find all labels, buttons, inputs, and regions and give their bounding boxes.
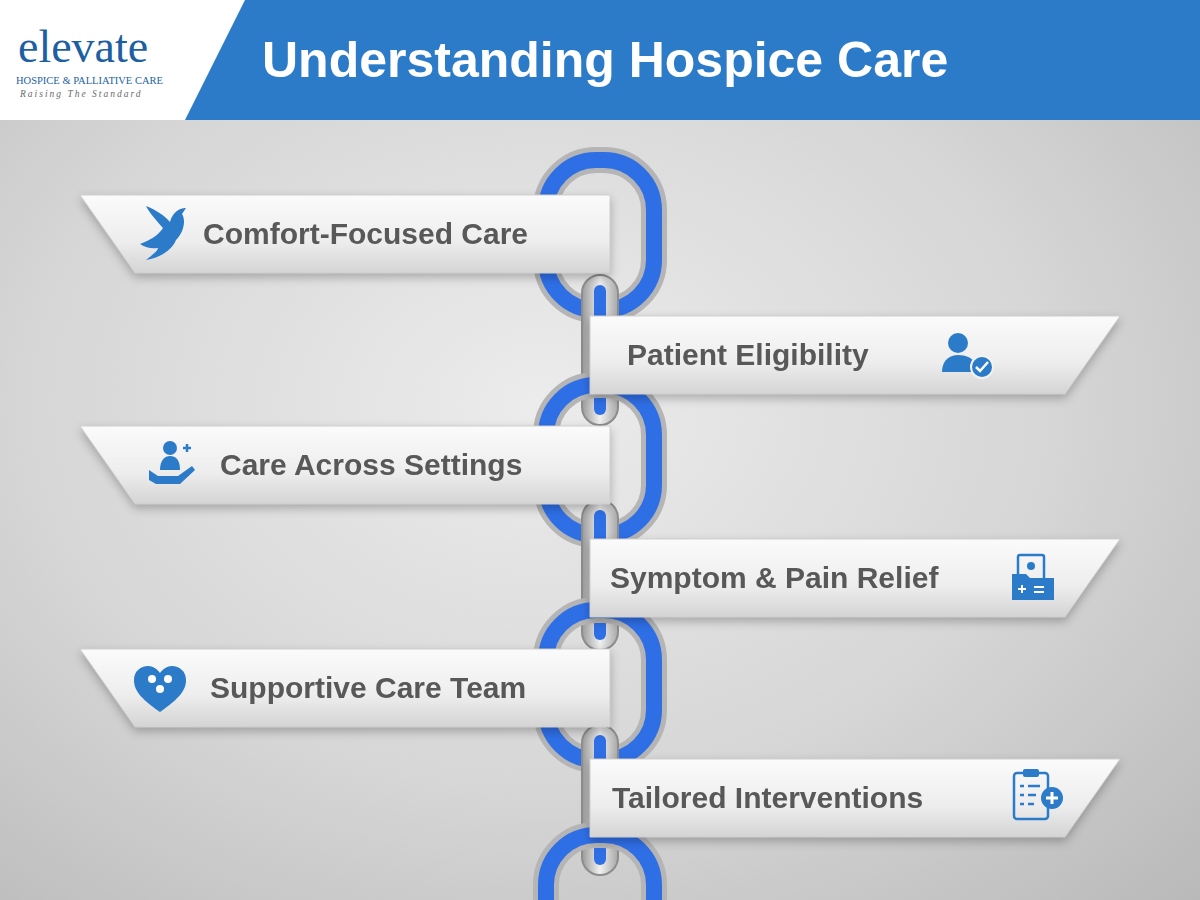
clipboard-lines [1020, 786, 1040, 804]
ribbon-label: Symptom & Pain Relief [610, 539, 1010, 617]
ribbon-banner: Comfort-Focused Care [80, 195, 610, 273]
ribbon-banner: Patient Eligibility [590, 316, 1120, 394]
ribbon-banner: Care Across Settings [80, 426, 610, 504]
chain-link-shade [546, 835, 654, 900]
clipboard-plus-icon [1014, 769, 1063, 819]
ribbon-fill [80, 426, 610, 504]
ribbon-fill [590, 539, 1120, 617]
hand-shape [149, 466, 195, 484]
clipboard-board [1014, 773, 1048, 819]
ribbon-label: Supportive Care Team [210, 649, 600, 727]
ribbon-label: Care Across Settings [220, 426, 600, 504]
folder-shape [1012, 574, 1054, 600]
care-hand-icon [149, 441, 195, 484]
ribbon-label: Tailored Interventions [612, 759, 1012, 837]
check-mark [976, 362, 988, 371]
ribbon-fill [80, 649, 610, 727]
person-head [163, 441, 177, 455]
medical-folder-icon [1012, 555, 1054, 600]
header-banner [185, 0, 1200, 120]
ribbon-banner: Supportive Care Team [80, 649, 610, 727]
patient-check-icon [942, 333, 993, 378]
chain-link [546, 835, 654, 900]
team-heart-icon [134, 666, 186, 712]
document-sheet [1018, 555, 1044, 587]
team-member [156, 685, 164, 693]
ribbon-label: Patient Eligibility [627, 316, 967, 394]
heart-shape [134, 666, 186, 712]
person-body [160, 456, 180, 470]
ribbon-banner: Tailored Interventions [590, 759, 1120, 837]
team-member [164, 675, 172, 683]
ribbon-label: Comfort-Focused Care [203, 195, 593, 273]
folder-marks [1018, 585, 1044, 593]
ribbon-fill [590, 316, 1120, 394]
team-member [148, 675, 156, 683]
header-white [0, 0, 1200, 120]
clipboard-clip [1023, 769, 1039, 777]
person-body [942, 355, 974, 372]
person-head [948, 333, 968, 353]
dove-icon [140, 206, 186, 260]
logo-tagline: Raising The Standard [20, 89, 220, 99]
dove-icon-shape [140, 206, 186, 260]
ribbon-fill [80, 195, 610, 273]
ribbon-banner: Symptom & Pain Relief [590, 539, 1120, 617]
document-figure [1027, 562, 1035, 570]
logo-tagline: HOSPICE & PALLIATIVE CARE [16, 75, 216, 87]
plus-badge [1041, 787, 1063, 809]
page-title: Understanding Hospice Care [262, 30, 1162, 90]
check-badge [971, 356, 993, 378]
plus-sign [183, 444, 191, 452]
plus-sign [1046, 792, 1058, 804]
logo-wordmark: elevate [18, 22, 218, 73]
ribbon-fill [590, 759, 1120, 837]
